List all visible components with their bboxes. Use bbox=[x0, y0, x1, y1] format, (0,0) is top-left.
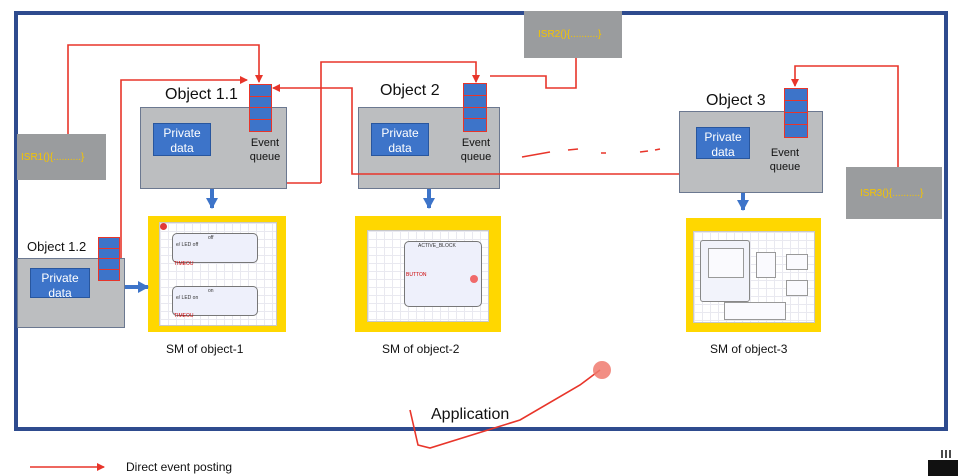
isr2-box: ISR2(){..........} bbox=[524, 11, 622, 58]
sm-object-3-diagram bbox=[693, 231, 815, 323]
application-label: Application bbox=[431, 406, 510, 423]
arrow-isr1-to-object1-1 bbox=[67, 44, 263, 134]
object-2-queue-label: Event queue bbox=[460, 137, 492, 163]
object-1-1-queue-label: Event queue bbox=[249, 137, 281, 163]
sm-object-3-caption: SM of object-3 bbox=[710, 342, 788, 356]
sm-object-1-caption: SM of object-1 bbox=[166, 342, 244, 356]
annotation-stroke bbox=[409, 369, 601, 449]
object-3-label: Object 3 bbox=[706, 92, 766, 109]
arrow-object3-to-object1-1 bbox=[272, 84, 679, 175]
isr1-box: ISR1(){..........} bbox=[17, 134, 106, 180]
annotation-dot bbox=[593, 361, 611, 379]
sm1-initial-marker bbox=[160, 223, 167, 230]
sm2-cursor-marker bbox=[470, 275, 478, 283]
object-2-label: Object 2 bbox=[380, 82, 440, 99]
isr3-box: ISR3(){..........} bbox=[846, 167, 942, 219]
arrow-isr2-segment bbox=[490, 58, 577, 89]
object-1-2-event-queue bbox=[98, 237, 120, 281]
sm1-off-action: e/ LED off bbox=[176, 242, 199, 248]
arrow-isr3-to-object3 bbox=[791, 65, 899, 167]
object-3-private-data: Private data bbox=[696, 127, 750, 159]
sm2-event: BUTTON bbox=[406, 272, 427, 278]
object-1-2-label: Object 1.2 bbox=[27, 239, 87, 254]
dashed-hint-line bbox=[521, 148, 661, 158]
application-frame bbox=[14, 11, 948, 431]
object-3-queue-label: Event queue bbox=[769, 147, 801, 173]
sm1-on-event: TIMEOU bbox=[174, 313, 194, 319]
sm-object-2-diagram: ACTIVE_BLOCK BUTTON bbox=[367, 230, 489, 322]
object-2-event-queue bbox=[463, 83, 487, 132]
object-1-1-private-data: Private data bbox=[153, 123, 211, 156]
legend-direct-event-posting: Direct event posting bbox=[126, 460, 233, 474]
sm-object-2-caption: SM of object-2 bbox=[382, 342, 460, 356]
sm1-state-on: on bbox=[208, 288, 214, 294]
sm2-state-name: ACTIVE_BLOCK bbox=[418, 243, 456, 249]
object-2-private-data: Private data bbox=[371, 123, 429, 156]
sm-object-1-diagram: off e/ LED off TIMEOU on e/ LED on TIMEO… bbox=[159, 222, 277, 326]
object-1-1-event-queue bbox=[249, 84, 272, 132]
sm1-state-off: off bbox=[208, 235, 214, 241]
sm1-off-event: TIMEOU bbox=[174, 261, 194, 267]
sm1-on-action: e/ LED on bbox=[176, 295, 199, 301]
object-1-2-private-data: Private data bbox=[30, 268, 90, 300]
arrow-loop-to-object2 bbox=[320, 61, 480, 183]
object-1-1-label: Object 1.1 bbox=[165, 86, 238, 103]
object-3-event-queue bbox=[784, 88, 808, 138]
corner-logo bbox=[928, 450, 958, 476]
arrow-object1-2-to-object1-1 bbox=[120, 76, 248, 258]
